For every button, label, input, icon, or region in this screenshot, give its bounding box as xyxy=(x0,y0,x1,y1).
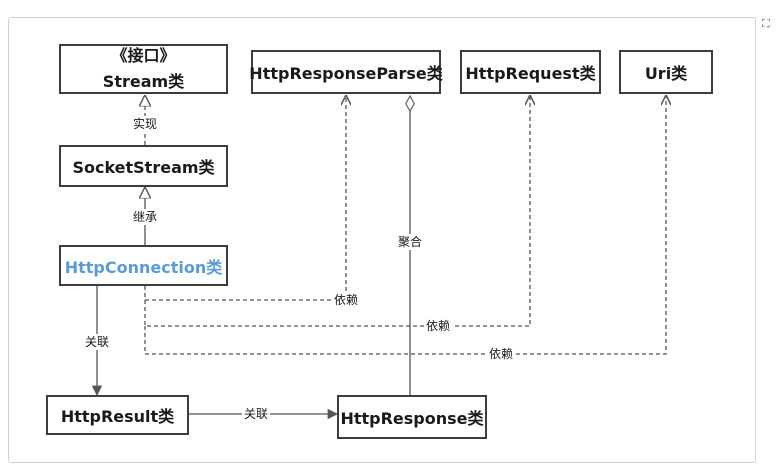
stream-interface-node: 《接口》 Stream类 xyxy=(59,44,228,94)
http-response-parse-node: HttpResponseParse类 xyxy=(249,50,443,94)
http-result-name: HttpResult类 xyxy=(60,407,175,426)
dependency-line-parse xyxy=(144,96,346,301)
http-response-name: HttpResponse类 xyxy=(340,409,484,428)
dependency-label-request: 依赖 xyxy=(423,318,453,334)
expand-icon[interactable]: ⛶ xyxy=(762,17,770,30)
http-connection-node: HttpConnection类 xyxy=(59,245,228,286)
inherits-label: 继承 xyxy=(130,209,160,225)
http-result-node: HttpResult类 xyxy=(46,395,189,435)
dependency-line-request xyxy=(144,96,530,327)
http-response-parse-name: HttpResponseParse类 xyxy=(249,64,443,83)
aggregation-label: 聚合 xyxy=(395,234,425,250)
http-request-node: HttpRequest类 xyxy=(460,50,601,94)
dependency-line-uri xyxy=(144,96,666,355)
dependency-label-parse: 依赖 xyxy=(331,292,361,308)
implements-label: 实现 xyxy=(130,116,160,132)
association-label-1: 关联 xyxy=(82,334,112,350)
association-label-2: 关联 xyxy=(241,406,271,422)
stream-name: Stream类 xyxy=(102,72,185,91)
http-connection-name: HttpConnection类 xyxy=(64,257,223,277)
http-response-node: HttpResponse类 xyxy=(337,395,487,439)
uri-node: Uri类 xyxy=(619,50,713,94)
http-request-name: HttpRequest类 xyxy=(465,64,596,83)
stream-stereotype: 《接口》 xyxy=(111,46,176,65)
socket-stream-node: SocketStream类 xyxy=(59,145,228,187)
uri-name: Uri类 xyxy=(644,64,688,83)
socket-stream-name: SocketStream类 xyxy=(72,158,215,177)
dependency-label-uri: 依赖 xyxy=(486,346,516,362)
